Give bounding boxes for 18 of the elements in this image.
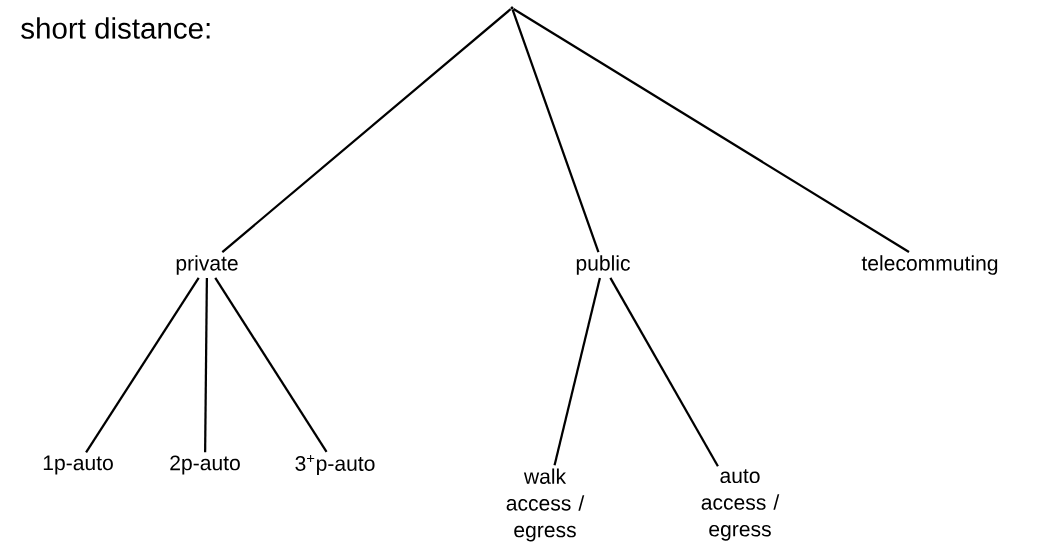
- tree-branch: [511, 9, 600, 253]
- node-label: 2p-auto: [170, 455, 240, 475]
- tree-branch: [512, 8, 910, 254]
- branch-point: [510, 6, 514, 10]
- node-label: public: [576, 255, 630, 275]
- node-label: telecommuting: [861, 255, 998, 275]
- node-label: auto access / egress: [701, 469, 780, 541]
- node-label: private: [176, 255, 238, 275]
- tree-branch: [214, 277, 328, 453]
- node-label: 3$^{+}$p-auto: [295, 454, 375, 476]
- tree-branch: [204, 277, 208, 453]
- node-label: 1p-auto: [43, 455, 113, 475]
- tree-branch: [609, 277, 719, 467]
- node-label: walk access / egress: [506, 468, 585, 542]
- tree-branch: [85, 277, 200, 454]
- tree-branch: [221, 8, 512, 253]
- heading: short distance:: [21, 17, 210, 39]
- tree-branch: [553, 277, 601, 466]
